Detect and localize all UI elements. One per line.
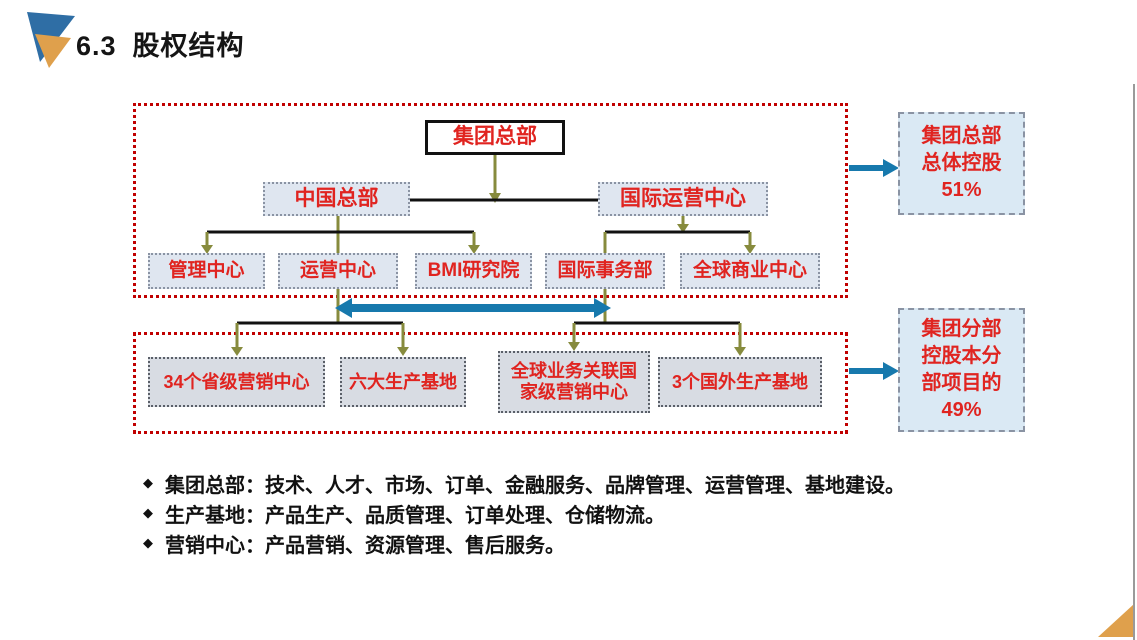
list-item: ◆ 生产基地：产品生产、品质管理、订单处理、仓储物流。 (143, 498, 1083, 528)
diamond-bullet-icon: ◆ (143, 475, 153, 490)
note-text: 营销中心：产品营销、资源管理、售后服务。 (165, 534, 565, 557)
node-global-business-center: 全球商业中心 (680, 253, 820, 289)
annotation-line: 控股本分 (921, 345, 1002, 367)
node-global-linked-marketing-centers: 全球业务关联国 家级营销中心 (498, 351, 650, 413)
node-label: 六大生产基地 (349, 371, 457, 392)
annotation-hq-holding-51: 集团总部 总体控股 51% (898, 112, 1025, 215)
page-title: 6.3 股权结构 (76, 24, 245, 63)
annotation-line: 总体控股 (921, 152, 1002, 174)
arrow-down-global-mkt (568, 323, 580, 351)
node-china-hq: 中国总部 (263, 182, 410, 216)
node-label: 管理中心 (168, 260, 245, 282)
node-label-line2: 家级营销中心 (520, 382, 628, 402)
annotation-division-holding-49: 集团分部 控股本分 部项目的 49% (898, 308, 1025, 432)
note-text: 集团总部：技术、人才、市场、订单、金融服务、品牌管理、运营管理、基地建设。 (165, 474, 905, 497)
node-label: 全球商业中心 (692, 260, 807, 282)
arrow-right-top-icon (849, 159, 899, 177)
slide-edge-line (1133, 84, 1135, 640)
arrow-down-global-biz (744, 232, 756, 254)
node-management-center: 管理中心 (148, 253, 265, 289)
node-provincial-marketing-centers: 34个省级营销中心 (148, 357, 325, 407)
notes-list: ◆ 集团总部：技术、人才、市场、订单、金融服务、品牌管理、运营管理、基地建设。 … (143, 468, 1083, 558)
logo-icon (27, 12, 75, 68)
node-label: BMI研究院 (427, 260, 520, 282)
arrow-down-prod-bases (397, 323, 409, 356)
node-group-hq: 集团总部 (425, 120, 565, 155)
annotation-line: 部项目的 (921, 372, 1002, 394)
section-number: 6.3 (76, 31, 117, 61)
list-item: ◆ 营销中心：产品营销、资源管理、售后服务。 (143, 528, 1083, 558)
node-six-production-bases: 六大生产基地 (340, 357, 466, 407)
group-hq-frame (133, 103, 848, 298)
node-bmi-institute: BMI研究院 (415, 253, 532, 289)
node-label: 中国总部 (294, 186, 379, 210)
annotation-line: 49% (941, 399, 982, 421)
arrow-down-mgmt (201, 232, 213, 254)
node-label: 国际运营中心 (620, 186, 746, 210)
diamond-bullet-icon: ◆ (143, 535, 153, 550)
node-overseas-production-bases: 3个国外生产基地 (658, 357, 822, 407)
node-label: 国际事务部 (557, 260, 653, 282)
node-label-line1: 全球业务关联国 (511, 361, 637, 382)
division-frame (133, 332, 848, 434)
node-label: 运营中心 (299, 260, 376, 282)
node-label: 3个国外生产基地 (671, 371, 808, 392)
arrow-down-overseas (734, 323, 746, 356)
double-arrow-icon (335, 298, 611, 318)
diamond-bullet-icon: ◆ (143, 505, 153, 520)
node-operations-center: 运营中心 (278, 253, 398, 289)
arrow-down-bmi (468, 232, 480, 254)
arrow-down-root (489, 155, 501, 203)
node-label: 集团总部 (453, 125, 537, 149)
annotation-line: 集团分部 (921, 318, 1002, 340)
title-text: 股权结构 (132, 31, 245, 61)
node-intl-affairs: 国际事务部 (545, 253, 665, 289)
arrow-right-bottom-icon (849, 362, 899, 380)
node-intl-operations: 国际运营中心 (598, 182, 768, 216)
node-label: 34个省级营销中心 (163, 371, 310, 392)
arrow-down-intl (677, 216, 689, 233)
note-text: 生产基地：产品生产、品质管理、订单处理、仓储物流。 (165, 504, 665, 527)
list-item: ◆ 集团总部：技术、人才、市场、订单、金融服务、品牌管理、运营管理、基地建设。 (143, 468, 1083, 498)
arrow-down-provincial (231, 323, 243, 356)
annotation-line: 集团总部 (921, 125, 1002, 147)
annotation-line: 51% (941, 179, 982, 201)
